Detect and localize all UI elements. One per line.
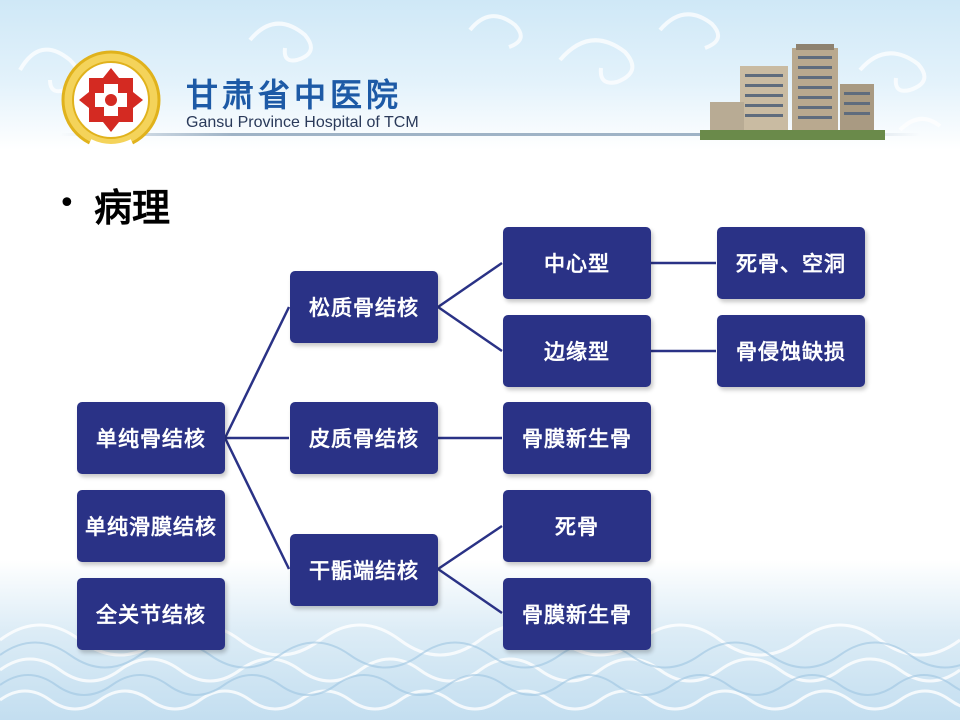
- node-sequestrum-cavity: 死骨、空洞: [717, 227, 865, 299]
- connector-diaphysis-end-to-dead-bone: [437, 524, 503, 571]
- node-diaphysis-end-tuberculosis: 干骺端结核: [290, 534, 438, 606]
- hospital-name-english: Gansu Province Hospital of TCM: [186, 114, 419, 131]
- cloud-swirl-decoration: [18, 12, 942, 132]
- node-simple-synovial-tuberculosis: 单纯滑膜结核: [77, 490, 225, 562]
- node-marginal-type: 边缘型: [503, 315, 651, 387]
- node-whole-joint-tuberculosis: 全关节结核: [77, 578, 225, 650]
- node-bone-erosion-defect: 骨侵蚀缺损: [717, 315, 865, 387]
- node-cortical-bone-tuberculosis: 皮质骨结核: [290, 402, 438, 474]
- hospital-building-image: [700, 44, 885, 140]
- node-periosteal-new-bone: 骨膜新生骨: [503, 402, 651, 474]
- slide-heading: 病理: [94, 185, 171, 230]
- node-central-type: 中心型: [503, 227, 651, 299]
- connector-simple-bone-to-diaphysis-end: [223, 437, 291, 570]
- connector-cancellous-to-marginal: [437, 305, 503, 353]
- connector-simple-bone-to-cancellous: [223, 306, 291, 439]
- node-periosteal-new-bone-2: 骨膜新生骨: [503, 578, 651, 650]
- connector-diaphysis-end-to-periosteal: [437, 567, 503, 615]
- header-divider: [60, 133, 920, 136]
- node-dead-bone: 死骨: [503, 490, 651, 562]
- node-cancellous-bone-tuberculosis: 松质骨结核: [290, 271, 438, 343]
- hospital-name-chinese: 甘肃省中医院: [186, 76, 403, 114]
- hospital-seal-logo: [61, 50, 161, 150]
- connector-cancellous-to-central: [437, 261, 503, 309]
- bullet-point: •: [58, 186, 76, 221]
- node-simple-bone-tuberculosis: 单纯骨结核: [77, 402, 225, 474]
